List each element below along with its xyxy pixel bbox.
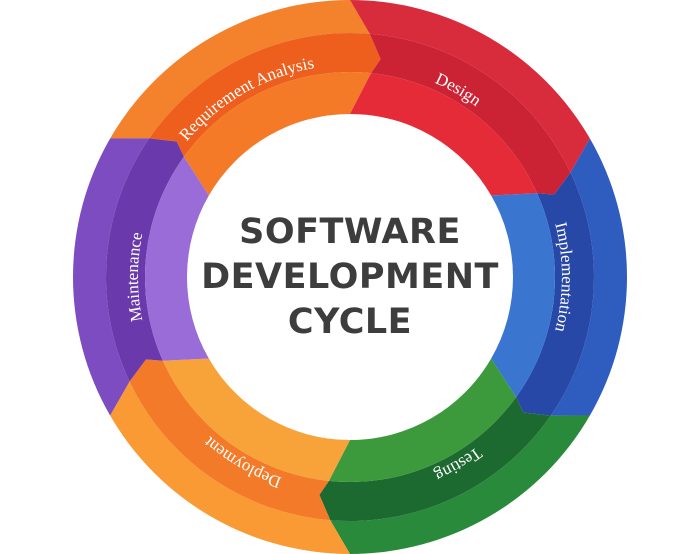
title-line-2: DEVELOPMENT xyxy=(201,256,499,297)
segment-maintenance-outer-band xyxy=(72,138,150,416)
segment-testing-outer-band xyxy=(330,415,590,554)
segment-requirement-analysis-inner-band xyxy=(183,72,372,196)
center-title: SOFTWARE DEVELOPMENT CYCLE xyxy=(187,114,513,440)
segment-requirement-analysis-middle-band xyxy=(149,32,381,157)
title-line-1: SOFTWARE xyxy=(239,211,461,252)
segment-design-inner-band xyxy=(350,73,538,196)
stage-label-maintenance: Maintenance xyxy=(123,231,146,324)
segment-deployment-middle-band xyxy=(129,359,331,521)
title-line-3: CYCLE xyxy=(287,301,413,342)
segment-testing-middle-band xyxy=(319,397,551,521)
segment-deployment-outer-band xyxy=(110,381,350,554)
segment-maintenance-middle-band xyxy=(106,138,184,382)
segment-deployment-inner-band xyxy=(162,358,350,481)
segment-implementation-middle-band xyxy=(516,172,594,416)
segment-requirement-analysis-outer-band xyxy=(110,0,370,139)
segment-maintenance-inner-band xyxy=(144,156,209,361)
segment-testing-inner-band xyxy=(328,358,517,482)
ring-segments xyxy=(72,0,627,554)
segment-design-outer-band xyxy=(350,0,590,173)
segment-implementation-inner-band xyxy=(491,193,556,398)
segment-design-middle-band xyxy=(369,33,571,195)
segment-implementation-outer-band xyxy=(550,138,627,416)
